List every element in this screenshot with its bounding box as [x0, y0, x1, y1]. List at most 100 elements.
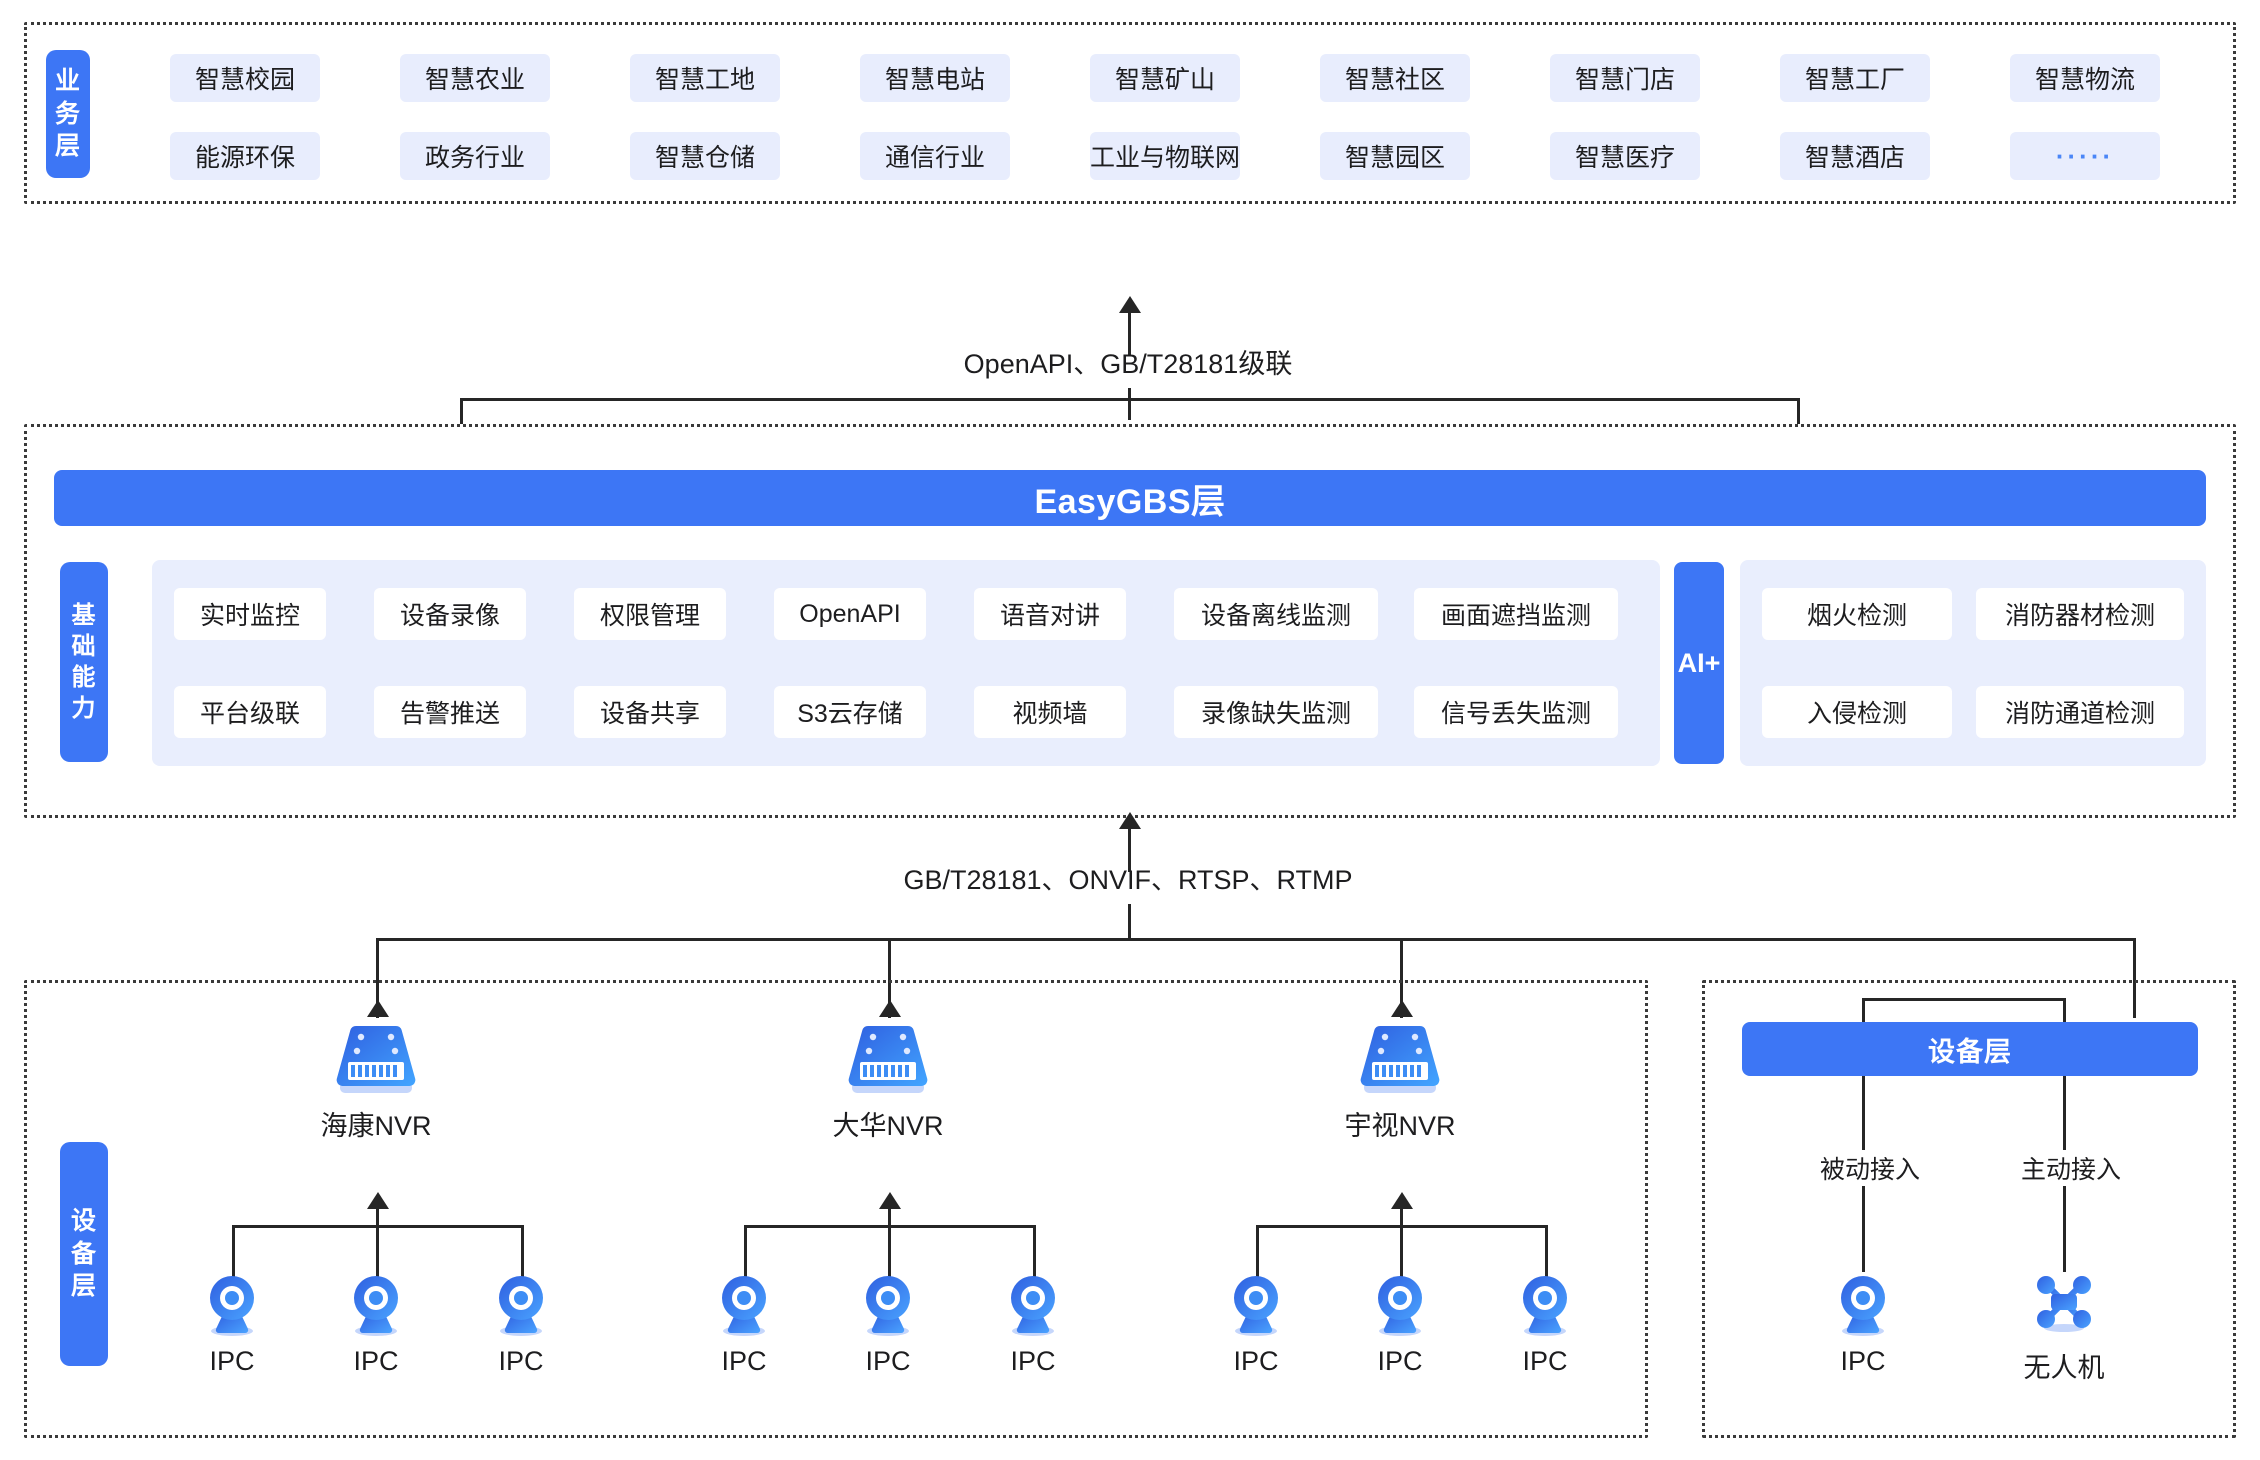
capability-chip-label: 设备共享 [599, 700, 700, 728]
business-chip[interactable]: 能源环保 [170, 132, 320, 180]
connector-label-top: OpenAPI、GB/T28181级联 [963, 349, 1293, 379]
drone-node[interactable]: 无人机 [2014, 1272, 2114, 1385]
ai-capability-chip[interactable]: 烟火检测 [1762, 588, 1952, 640]
capability-chip-label: 画面遮挡监测 [1440, 602, 1591, 630]
ipc-node[interactable]: IPC [838, 1272, 938, 1377]
business-chip-label: 智慧矿山 [1114, 66, 1215, 94]
business-chip-label: 智慧物流 [2034, 66, 2135, 94]
business-chip[interactable]: 智慧工厂 [1780, 54, 1930, 102]
capability-chip[interactable]: 设备录像 [374, 588, 526, 640]
nvr-icon [330, 1022, 422, 1096]
connector-line [888, 1206, 891, 1228]
business-chip-label: 智慧酒店 [1804, 144, 1905, 172]
ipc-camera-icon [1829, 1272, 1897, 1338]
connector-line [376, 938, 2136, 941]
device-layer-label-char-2: 层 [70, 1272, 97, 1301]
business-chip-label: ····· [2055, 140, 2115, 171]
capability-chip[interactable]: 语音对讲 [974, 588, 1126, 640]
business-chip[interactable]: 智慧农业 [400, 54, 550, 102]
business-chip-label: 智慧门店 [1574, 66, 1675, 94]
capability-chip[interactable]: 画面遮挡监测 [1414, 588, 1618, 640]
business-chip-label: 智慧工地 [654, 66, 755, 94]
ipc-node[interactable]: IPC [983, 1272, 1083, 1377]
capability-chip-label: 录像缺失监测 [1200, 700, 1351, 728]
ipc-node[interactable]: IPC [1813, 1272, 1913, 1377]
capability-chip-label: 信号丢失监测 [1440, 700, 1591, 728]
capability-chip[interactable]: OpenAPI [774, 588, 926, 640]
nvr-label: 宇视NVR [1344, 1111, 1456, 1141]
business-layer-label-char-0: 业 [54, 67, 81, 96]
device-layer-label-char-1: 备 [70, 1239, 97, 1268]
business-chip[interactable]: 智慧校园 [170, 54, 320, 102]
nvr-label: 大华NVR [832, 1111, 944, 1141]
ipc-node[interactable]: IPC [1350, 1272, 1450, 1377]
capability-chip-label: 设备离线监测 [1200, 602, 1351, 630]
capability-chip[interactable]: S3云存储 [774, 686, 926, 738]
business-chip[interactable]: 智慧工地 [630, 54, 780, 102]
capability-chip[interactable]: 信号丢失监测 [1414, 686, 1618, 738]
ipc-node[interactable]: IPC [182, 1272, 282, 1377]
business-chip-label: 政务行业 [424, 144, 525, 172]
business-chip[interactable]: 智慧酒店 [1780, 132, 1930, 180]
ipc-label: IPC [1522, 1346, 1568, 1376]
business-chip[interactable]: 政务行业 [400, 132, 550, 180]
ipc-camera-icon [487, 1272, 555, 1338]
device-layer-title: 设备层 [1928, 1036, 2012, 1067]
business-chip-more[interactable]: ····· [2010, 132, 2160, 180]
ipc-camera-icon [999, 1272, 1067, 1338]
business-chip-label: 智慧医疗 [1574, 144, 1675, 172]
business-chip-label: 工业与物联网 [1090, 144, 1241, 172]
capability-chip[interactable]: 平台级联 [174, 686, 326, 738]
ipc-label: IPC [1233, 1346, 1279, 1376]
business-chip[interactable]: 智慧门店 [1550, 54, 1700, 102]
ipc-camera-icon [198, 1272, 266, 1338]
basic-ability-label: 基 础 能 力 [60, 562, 108, 762]
business-chip[interactable]: 通信行业 [860, 132, 1010, 180]
ipc-node[interactable]: IPC [1206, 1272, 1306, 1377]
business-chip-label: 智慧工厂 [1804, 66, 1905, 94]
business-chip[interactable]: 智慧物流 [2010, 54, 2160, 102]
business-chip[interactable]: 智慧医疗 [1550, 132, 1700, 180]
connector-line [1400, 938, 1403, 1018]
ai-capability-chip[interactable]: 消防器材检测 [1976, 588, 2184, 640]
business-chip[interactable]: 工业与物联网 [1090, 132, 1240, 180]
device-layer-title-bar[interactable]: 设备层 [1742, 1022, 2198, 1076]
drone-label: 无人机 [2023, 1353, 2105, 1383]
capability-chip[interactable]: 权限管理 [574, 588, 726, 640]
nvr-node[interactable]: 大华NVR [818, 1022, 958, 1143]
nvr-child-arrow [367, 1192, 389, 1209]
capability-chip[interactable]: 告警推送 [374, 686, 526, 738]
capability-chip[interactable]: 实时监控 [174, 588, 326, 640]
ipc-node[interactable]: IPC [694, 1272, 794, 1377]
ai-capability-chip[interactable]: 入侵检测 [1762, 686, 1952, 738]
nvr-label: 海康NVR [320, 1111, 432, 1141]
connector-line [1128, 904, 1131, 940]
business-chip[interactable]: 智慧社区 [1320, 54, 1470, 102]
ai-capability-chip[interactable]: 消防通道检测 [1976, 686, 2184, 738]
business-chip[interactable]: 智慧电站 [860, 54, 1010, 102]
connector-line [376, 938, 379, 1018]
ipc-node[interactable]: IPC [1495, 1272, 1595, 1377]
nvr-node[interactable]: 海康NVR [306, 1022, 446, 1143]
capability-chip[interactable]: 视频墙 [974, 686, 1126, 738]
connector-line [888, 938, 891, 1018]
capability-chip[interactable]: 设备共享 [574, 686, 726, 738]
device-layer-frame-right [1702, 980, 2236, 1438]
connector-line [1400, 1206, 1403, 1228]
ipc-node[interactable]: IPC [326, 1272, 426, 1377]
business-chip[interactable]: 智慧矿山 [1090, 54, 1240, 102]
basic-ability-label-char-0: 基 [71, 601, 97, 629]
connector-line [521, 1225, 524, 1277]
capability-chip[interactable]: 设备离线监测 [1174, 588, 1378, 640]
nvr-node[interactable]: 宇视NVR [1330, 1022, 1470, 1143]
connector-line [1033, 1225, 1036, 1277]
business-chip[interactable]: 智慧仓储 [630, 132, 780, 180]
easygbs-layer-bar[interactable]: EasyGBS层 [54, 470, 2206, 526]
device-layer-label: 设 备 层 [60, 1142, 108, 1366]
connector-line [376, 1206, 379, 1228]
capability-chip[interactable]: 录像缺失监测 [1174, 686, 1378, 738]
capability-chip-label: 实时监控 [199, 602, 300, 630]
ipc-node[interactable]: IPC [471, 1272, 571, 1377]
business-chip[interactable]: 智慧园区 [1320, 132, 1470, 180]
business-chip-label: 能源环保 [194, 144, 295, 172]
